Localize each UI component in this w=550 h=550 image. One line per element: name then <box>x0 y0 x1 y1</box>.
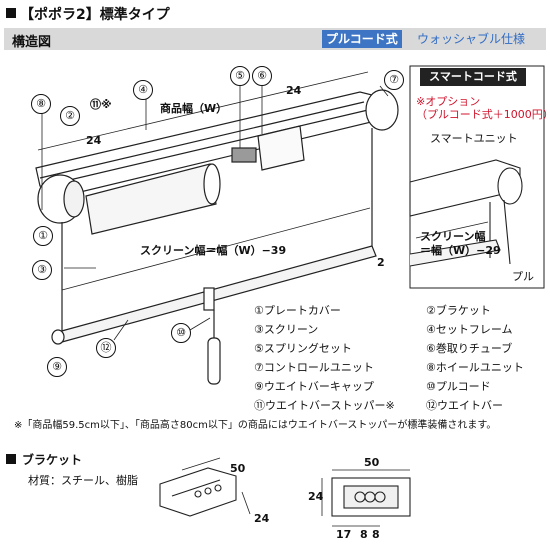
callout-3: ③ <box>32 260 52 280</box>
bracket-edge <box>171 479 221 497</box>
dim-24-top: 24 <box>286 84 302 97</box>
smart-unit-label: スマートユニット <box>430 132 518 145</box>
callout-11: ⑪※ <box>90 98 112 111</box>
bracket-material: 材質：スチール、樹脂 <box>28 474 138 487</box>
bracket-front-dim-17: 17 <box>336 528 352 541</box>
dim-2: 2 <box>377 256 385 269</box>
bracket-heading-text: ブラケット <box>22 453 83 467</box>
legend-item: ⑤スプリングセット <box>254 342 352 355</box>
callout-7: ⑦ <box>384 70 404 90</box>
callout-8: ⑧ <box>31 94 51 114</box>
bracket-perspective <box>159 467 237 517</box>
smart-screen-label-1: スクリーン幅 <box>420 230 486 243</box>
smart-pull <box>503 199 511 265</box>
control-unit <box>365 89 399 131</box>
legend-item: ⑩プルコード <box>426 380 491 393</box>
callout-6: ⑥ <box>252 66 272 86</box>
frame-line <box>39 101 365 179</box>
legend-item: ④セットフレーム <box>426 323 513 336</box>
pull-cord-grip <box>207 337 221 385</box>
legend-item: ⑦コントロールユニット <box>254 361 374 374</box>
bracket-front-dim-8b: 8 <box>372 528 380 541</box>
dim-product-width-line <box>37 71 369 151</box>
bracket-inner <box>343 485 399 509</box>
square-bullet-icon <box>6 454 16 464</box>
dim-product-width: 商品幅（W） <box>160 102 228 115</box>
page-title: 【ポポラ2】標準タイプ <box>6 4 170 24</box>
smart-weight-bar <box>409 239 501 267</box>
bracket-hole <box>194 490 202 498</box>
bracket-front-dim-8a: 8 <box>360 528 368 541</box>
bracket-front-dim-24: 24 <box>308 490 324 503</box>
callout-1: ① <box>33 226 53 246</box>
callout-9: ⑨ <box>47 357 67 377</box>
winding-tube <box>257 125 305 171</box>
page-title-text: 【ポポラ2】標準タイプ <box>20 7 170 23</box>
smart-cord-title: スマートコード式 <box>420 68 526 86</box>
bracket-dim-24-label: 24 <box>254 512 270 525</box>
weight-bar-stopper <box>203 287 215 311</box>
bracket-heading: ブラケット <box>6 451 82 468</box>
wheel-unit <box>63 180 85 218</box>
spring-set <box>231 147 257 163</box>
footnote: ※「商品幅59.5cm以下」、「商品高さ80cm以下」の商品にはウエイトバースト… <box>14 420 497 431</box>
bracket-dim-50 <box>181 457 221 471</box>
tag-washable: ウォッシャブル仕様 <box>417 32 526 46</box>
smart-screen-label-2: ＝幅（W）−29 <box>420 244 501 257</box>
legend-item: ⑧ホイールユニット <box>426 361 524 374</box>
legend-item: ⑥巻取りチューブ <box>426 342 513 355</box>
legend-item: ⑨ウエイトバーキャップ <box>254 380 374 393</box>
smart-option-note: ※オプション <box>416 95 481 108</box>
leader <box>113 319 129 341</box>
smart-option-price: （プルコード式＋1000円） <box>416 108 550 121</box>
section-bar <box>4 28 546 50</box>
bracket-dim-50-label: 50 <box>230 462 246 475</box>
weight-bar-cap <box>51 329 65 345</box>
tag-pull-cord: プルコード式 <box>322 30 402 48</box>
legend-item: ①プレートカバー <box>254 304 341 317</box>
dim-screen-width-line <box>61 207 371 291</box>
tube-end <box>203 163 221 205</box>
legend-item: ②ブラケット <box>426 304 491 317</box>
bracket-hole <box>204 487 212 495</box>
bracket-front-hole <box>374 491 386 503</box>
callout-2: ② <box>60 106 80 126</box>
dim-screen-width: スクリーン幅＝幅（W）−39 <box>140 244 287 257</box>
weight-bar <box>57 245 377 343</box>
callout-5: ⑤ <box>230 66 250 86</box>
smart-control-unit <box>497 167 523 205</box>
legend-item: ③スクリーン <box>254 323 319 336</box>
legend-item: ⑪ウエイトバーストッパー※ <box>254 399 395 412</box>
bracket-front-dim-50: 50 <box>364 456 380 469</box>
callout-10: ⑩ <box>171 323 191 343</box>
smart-pull-label: プル <box>512 270 534 283</box>
tube-left <box>85 163 217 235</box>
bracket-hole <box>214 484 222 492</box>
callout-4: ④ <box>133 80 153 100</box>
structure-heading: 構造図 <box>12 35 52 50</box>
square-bullet-icon <box>6 8 16 18</box>
smart-dim-line <box>415 221 489 239</box>
dim-24-left: 24 <box>86 134 102 147</box>
bracket-dim-24 <box>241 491 251 515</box>
legend-item: ⑫ウエイトバー <box>426 399 503 412</box>
leader <box>189 317 211 331</box>
frame-line <box>43 109 369 187</box>
leader <box>379 85 389 97</box>
callout-12: ⑫ <box>96 338 116 358</box>
